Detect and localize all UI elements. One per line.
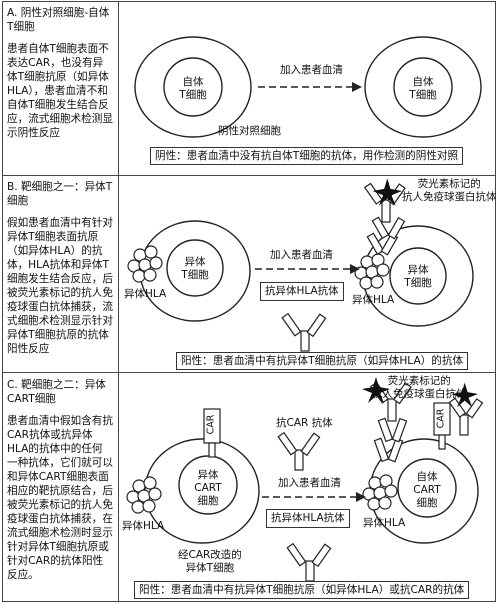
hla-antibody-box: 抗异体HLA抗体 (266, 509, 350, 528)
left-hla-cluster (126, 476, 162, 514)
result-bar: 阴性：患者血清中没有抗自体T细胞的抗体，用作检测的阴性对照 (150, 147, 464, 165)
right-hla-label: 异体HLA (363, 517, 406, 529)
panel-c-graphics (126, 377, 484, 582)
cell-caption: 阴性对照细胞 (218, 125, 281, 137)
left-cell-nucleus (163, 57, 223, 117)
fluorophore-star-icon (362, 377, 390, 403)
left-cell-label: 异体 T细胞 (181, 256, 209, 281)
fluor-label: 荧光素标记的 抗人免疫球蛋白抗体 (402, 178, 497, 203)
fluor-label: 荧光素标记的 抗人免疫球蛋白抗体 (372, 375, 467, 400)
left-cell-nucleus (166, 239, 224, 297)
right-cell-membrane (364, 36, 482, 138)
arrow-head (352, 82, 362, 92)
row-b-text: B. 靶细胞之一：异体T细胞 假如患者血清中有针对异体T细胞表面抗原（如异体HL… (7, 180, 113, 356)
right-cell-label: 自体 CART 细胞 (413, 471, 441, 509)
arrow-label: 加入患者血清 (280, 64, 343, 76)
fluor-antibody-car (448, 397, 484, 436)
right-car-label: CAR (435, 408, 447, 429)
right-car-receptor (433, 402, 451, 450)
left-cell-label: 异体 CART 细胞 (194, 469, 222, 507)
arrow-head (356, 492, 366, 502)
panel-b-graphics (127, 178, 474, 352)
row-divider-b-c (2, 372, 496, 373)
panel-c: CAR CAR 异体 CART 细胞 异体HLA 自体 CART 细胞 异体HL… (120, 373, 496, 602)
bound-hla-antibody (366, 216, 406, 256)
result-bar: 阳性：患者血清中有抗异体T细胞抗原（如异体HLA）的抗体 (176, 352, 469, 370)
free-car-antibody (277, 431, 321, 471)
row-a-title: A. 阴性对照细胞-自体T细胞 (7, 7, 110, 33)
row-c-title: C. 靶细胞之二：异体CART细胞 (7, 379, 106, 405)
left-cell-membrane (134, 36, 252, 138)
right-cell-label: 自体 T细胞 (409, 76, 437, 101)
result-bar: 阳性：患者血清中有抗异体T细胞抗原（如异体HLA）或抗CAR的抗体 (134, 581, 470, 599)
left-hla-label: 异体HLA (122, 520, 165, 532)
fluorophore-star-icon (372, 178, 402, 206)
right-hla-cluster (362, 474, 398, 511)
panel-a-graphics (134, 36, 482, 138)
row-b-desc: 假如患者血清中有针对异体T细胞表面抗原（如异体HLA）的抗体，HLA抗体和异体T… (7, 217, 113, 355)
right-hla-cluster (354, 253, 390, 290)
free-hla-antibody (286, 542, 332, 582)
fluorophore-star-icon (451, 382, 478, 408)
left-car-label: CAR (205, 414, 217, 435)
row-a-desc: 患者自体T细胞表面不表达CAR，也没有异体T细胞抗原（如异体HLA），患者血清不… (7, 43, 113, 139)
panel-b: 异体 T细胞 异体HLA 异体 T细胞 异体HLA 加入患者血清 抗异体HLA抗… (120, 176, 497, 371)
anti-car-label: 抗CAR 抗体 (276, 417, 333, 429)
right-cell-nucleus (389, 247, 447, 305)
right-cell-label: 异体 T细胞 (404, 264, 432, 289)
bound-hla-antibody (373, 417, 408, 463)
right-hla-label: 异体HLA (352, 294, 395, 306)
arrow-label: 加入患者血清 (270, 249, 333, 261)
left-car-receptor (203, 408, 221, 458)
cell-caption: 经CAR改造的 异体T细胞 (178, 549, 242, 574)
row-divider-a-b (2, 175, 496, 176)
right-cell-nucleus (397, 458, 457, 518)
row-b-title: B. 靶细胞之一：异体T细胞 (7, 181, 113, 207)
row-a-text: A. 阴性对照细胞-自体T细胞 患者自体T细胞表面不表达CAR，也没有异体T细胞… (7, 6, 113, 140)
left-cell-label: 自体 T细胞 (179, 76, 207, 101)
left-cell-nucleus (178, 455, 238, 515)
arrow-head (350, 264, 360, 274)
free-hla-antibody (281, 312, 327, 352)
panel-a: 自体 T细胞 自体 T细胞 加入患者血清 阴性对照细胞 阴性：患者血清中没有抗自… (120, 2, 496, 174)
right-cell-nucleus (393, 57, 453, 117)
left-hla-label: 异体HLA (124, 288, 167, 300)
left-hla-cluster (127, 245, 163, 283)
column-divider (118, 1, 119, 602)
row-c-text: C. 靶细胞之二：异体CART细胞 患者血清中假如含有抗CAR抗体或抗异体HLA… (7, 378, 113, 582)
hla-antibody-box: 抗异体HLA抗体 (260, 282, 344, 301)
arrow-label: 加入患者血清 (278, 477, 341, 489)
row-c-desc: 患者血清中假如含有抗CAR抗体或抗异体HLA的抗体中的任何一种抗体，它们就可以和… (7, 415, 113, 581)
